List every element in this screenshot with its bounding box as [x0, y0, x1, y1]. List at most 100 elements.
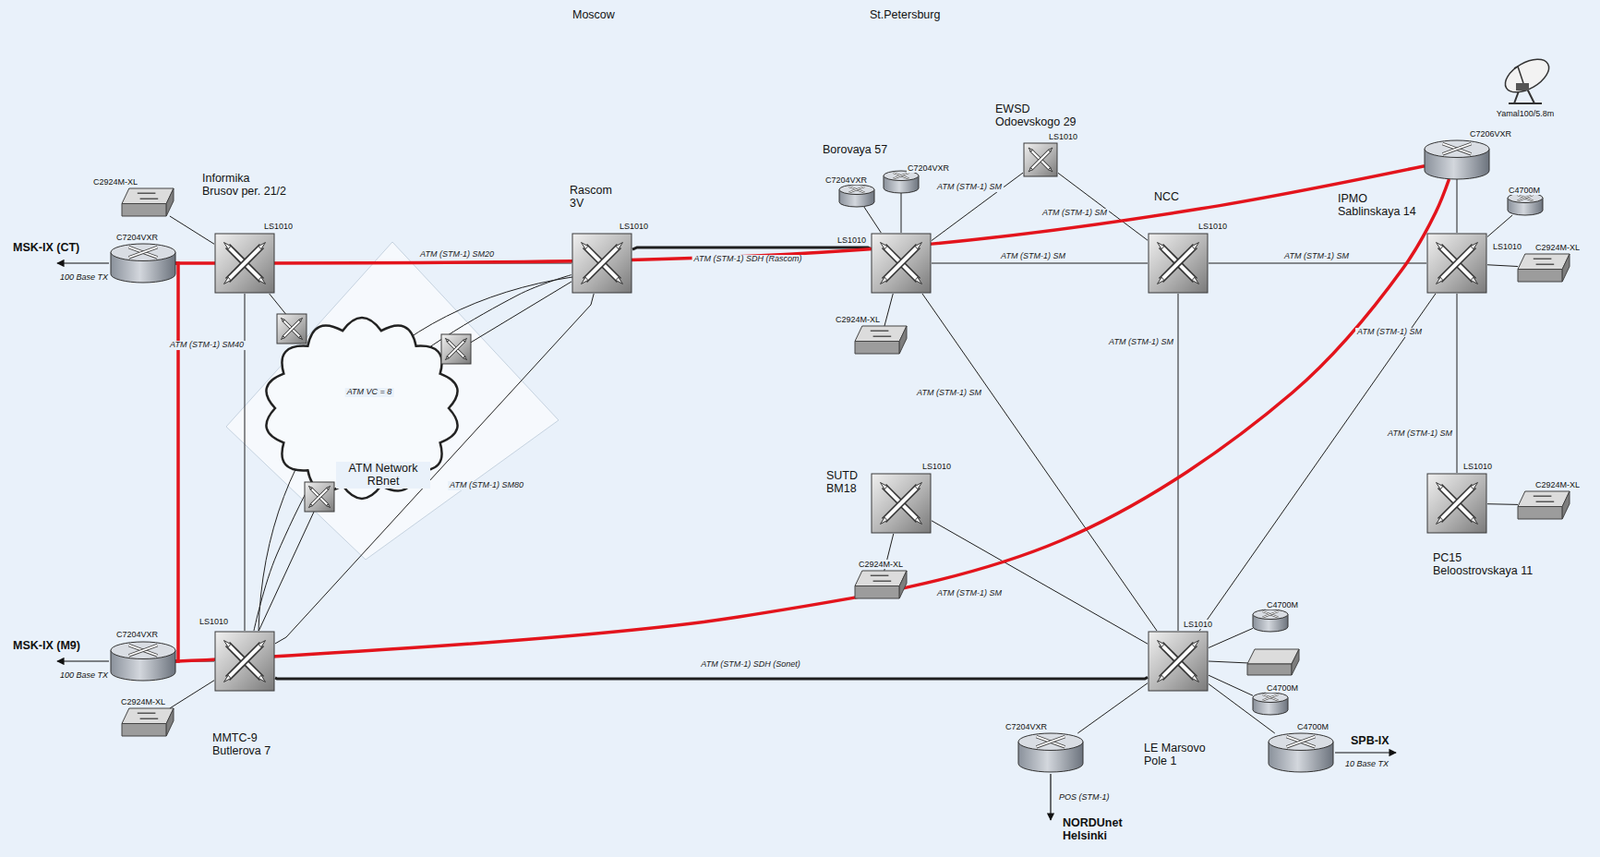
annotation: Moscow: [571, 8, 616, 22]
link-line: [931, 520, 1148, 644]
device-icon: [1147, 630, 1209, 692]
device-label: ATM Network RBnet: [336, 461, 431, 489]
link-line: [931, 263, 1148, 265]
device-label: Yamal100/5.8m: [1495, 108, 1555, 119]
device-icon: [1424, 140, 1490, 180]
atm-switch: NCCLS1010: [1147, 232, 1209, 294]
device-label: C4700M: [1265, 683, 1300, 693]
link-line: [864, 206, 881, 233]
site-name: Informika Brusov per. 21/2: [201, 171, 289, 199]
atm-switch: Rascom 3VLS1010: [571, 232, 633, 294]
annotation: NORDUnet Helsinki: [1061, 816, 1131, 843]
device-label: C7204VXR: [824, 175, 868, 185]
device-icon: [1252, 609, 1288, 632]
device-icon: [110, 243, 176, 283]
link-label: ATM (STM-1) SM: [914, 388, 984, 398]
router: C7204VXR: [883, 170, 919, 193]
device-icon: [1022, 142, 1059, 178]
device-label: C2924M-XL: [1534, 242, 1581, 253]
link-label: ATM (STM-1) SM: [1282, 252, 1351, 262]
satellite-dish: Yamal100/5.8m: [1495, 55, 1555, 108]
device-icon: [121, 188, 174, 217]
device-label: LS1010: [836, 235, 867, 245]
link-line: [1178, 293, 1179, 631]
link-label: ATM (STM-1) SM: [1106, 337, 1176, 348]
link-label: ATM (STM-1) SDH (Sonet): [698, 660, 802, 670]
site-name: Borovaya 57: [821, 143, 889, 157]
link-line: [1077, 683, 1148, 734]
link-line: [461, 281, 572, 349]
uplink-arrow: [57, 660, 109, 662]
ethernet-switch: C2924M-XL: [121, 708, 174, 736]
link-line: [169, 680, 215, 709]
link-line: [1487, 503, 1518, 506]
ethernet-switch: C2924M-XL: [121, 188, 174, 217]
annotation: 100 Base TX: [59, 272, 109, 282]
annotation: SPB-IX: [1349, 733, 1391, 747]
device-label: C2924M-XL: [834, 314, 881, 325]
router: C7204VXR: [1018, 733, 1083, 772]
device-icon: [1495, 55, 1555, 108]
device-icon: [214, 232, 276, 294]
uplink-arrow: [1049, 773, 1051, 820]
device-label: C7204VXR: [115, 629, 159, 639]
route-highlight: [175, 179, 1450, 662]
link-line: [1208, 263, 1427, 265]
device-label: C4700M: [1296, 721, 1330, 732]
vc-link: [258, 276, 573, 631]
link-line: [884, 293, 893, 326]
atm-switch: [441, 334, 471, 364]
link-line: [1208, 674, 1253, 696]
device-label: C2924M-XL: [857, 559, 904, 569]
ethernet-switch: C2924M-XL: [1517, 491, 1570, 519]
link-label: ATM VC = 8: [345, 387, 395, 397]
link-line: [1058, 172, 1148, 241]
device-label: C7206VXR: [1468, 129, 1513, 139]
annotation: 10 Base TX: [1344, 758, 1390, 769]
device-icon: [214, 630, 276, 692]
router: C7204VXR: [110, 641, 176, 681]
atm-switch: [276, 313, 307, 344]
device-label: C7204VXR: [906, 163, 951, 173]
device-label: LS1010: [1491, 241, 1523, 252]
link-line: [901, 192, 903, 233]
link-line: [269, 293, 288, 316]
device-icon: [121, 708, 174, 736]
link-label: ATM (STM-1) SM40: [168, 340, 246, 350]
device-label: LS1010: [1462, 461, 1493, 471]
device-icon: [854, 570, 907, 599]
device-label: C2924M-XL: [1534, 480, 1581, 490]
atm-switch: LE Marsovo Pole 1LS1010: [1147, 630, 1209, 692]
site-name: Rascom 3V: [568, 183, 617, 211]
device-icon: [1252, 692, 1288, 715]
link-line: [1487, 215, 1513, 237]
device-label: LS1010: [921, 461, 952, 471]
atm-switch: Informika Brusov per. 21/2LS1010: [214, 232, 276, 294]
atm-switch: Borovaya 57LS1010: [870, 232, 932, 294]
link-label: ATM (STM-1) SM20: [418, 250, 496, 260]
link-line: [253, 275, 572, 631]
device-icon: [854, 325, 907, 354]
link-label: ATM (STM-1) SM: [935, 589, 1004, 599]
route-highlight: [175, 263, 179, 662]
device-label: LS1010: [618, 221, 650, 231]
device-label: C7204VXR: [115, 232, 159, 242]
link-line: [632, 247, 871, 250]
device-icon: [1517, 491, 1570, 519]
device-icon: [1426, 232, 1488, 294]
link-label: ATM (STM-1) SM: [1385, 429, 1455, 439]
device-icon: [1268, 733, 1334, 772]
router: C7204VXR: [839, 184, 875, 207]
atm-switch: [304, 481, 335, 512]
device-icon: [1507, 192, 1543, 216]
site-name: MMTC-9 Butlerova 7: [211, 731, 280, 758]
ethernet-switch: C2924M-XL: [854, 570, 907, 599]
link-line: [931, 172, 1023, 241]
device-label: C4700M: [1507, 185, 1541, 195]
router: C7206VXR: [1424, 140, 1490, 180]
router: C7204VXR: [110, 243, 176, 283]
device-icon: [870, 232, 932, 294]
ethernet-switch: C2924M-XL: [854, 325, 907, 354]
